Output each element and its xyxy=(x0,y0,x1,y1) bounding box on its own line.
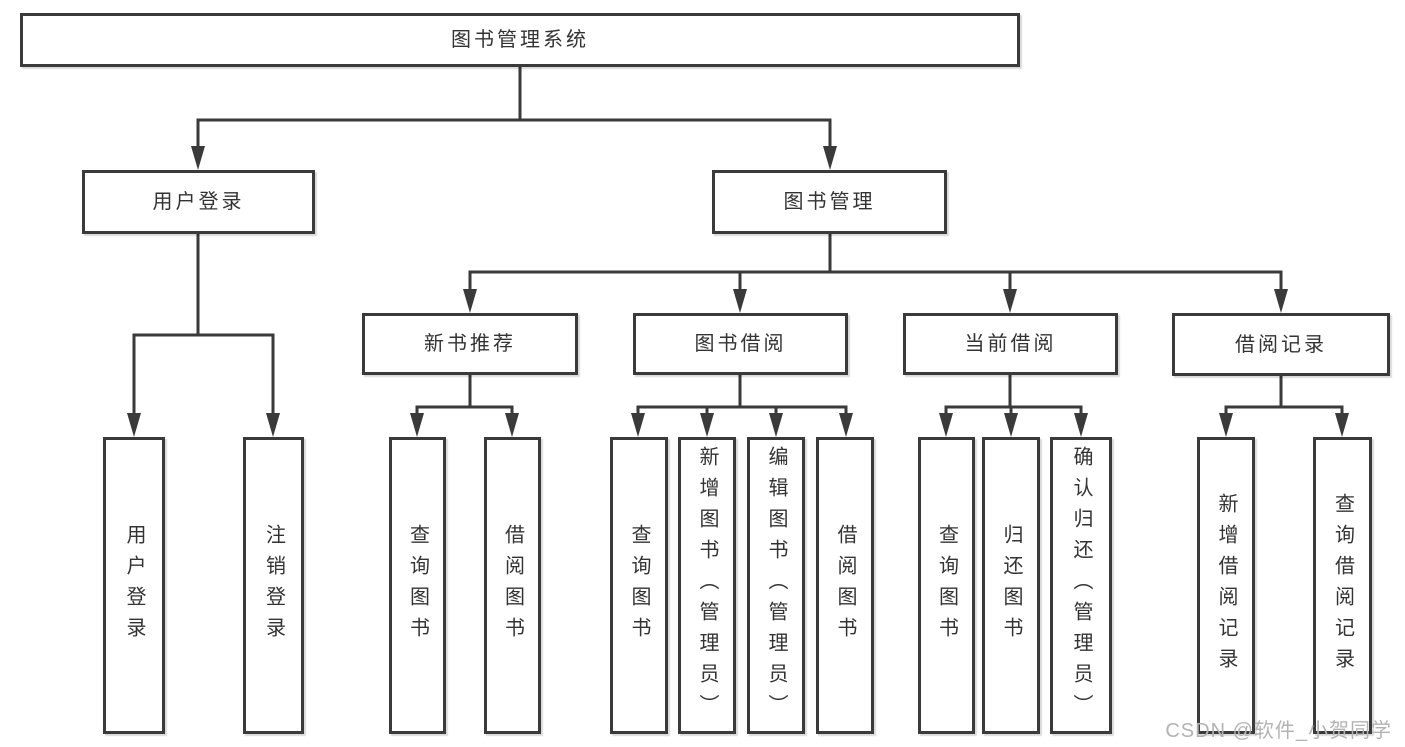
node-records-query-record: 查询借阅记录 xyxy=(1313,437,1372,734)
node-recommend-query-book: 查询图书 xyxy=(389,437,446,734)
node-login-logout: 注销登录 xyxy=(243,437,304,734)
node-borrowing-edit-book-admin: 编辑图书（管理员） xyxy=(747,437,805,734)
node-root: 图书管理系统 xyxy=(20,13,1020,67)
node-borrowing-borrow-book: 借阅图书 xyxy=(816,437,874,734)
node-new-book-recommendation: 新书推荐 xyxy=(362,313,578,375)
node-current-borrowing: 当前借阅 xyxy=(903,313,1118,375)
node-borrowing-records: 借阅记录 xyxy=(1172,313,1390,376)
node-current-query-book: 查询图书 xyxy=(918,437,975,734)
arrowheads xyxy=(127,146,1349,437)
node-records-add-record: 新增借阅记录 xyxy=(1197,437,1255,734)
node-current-return-book: 归还图书 xyxy=(982,437,1040,734)
node-recommend-borrow-book: 借阅图书 xyxy=(484,437,541,734)
node-book-management: 图书管理 xyxy=(712,170,947,234)
node-borrowing-query-book: 查询图书 xyxy=(610,437,668,734)
node-borrowing-add-book-admin: 新增图书（管理员） xyxy=(678,437,736,734)
node-book-borrowing: 图书借阅 xyxy=(633,313,848,375)
node-user-login: 用户登录 xyxy=(82,170,315,234)
csdn-watermark: CSDN @软件_小贺同学 xyxy=(1165,720,1392,742)
node-login-user-login: 用户登录 xyxy=(103,437,165,734)
node-current-confirm-return-admin: 确认归还（管理员） xyxy=(1050,437,1112,734)
